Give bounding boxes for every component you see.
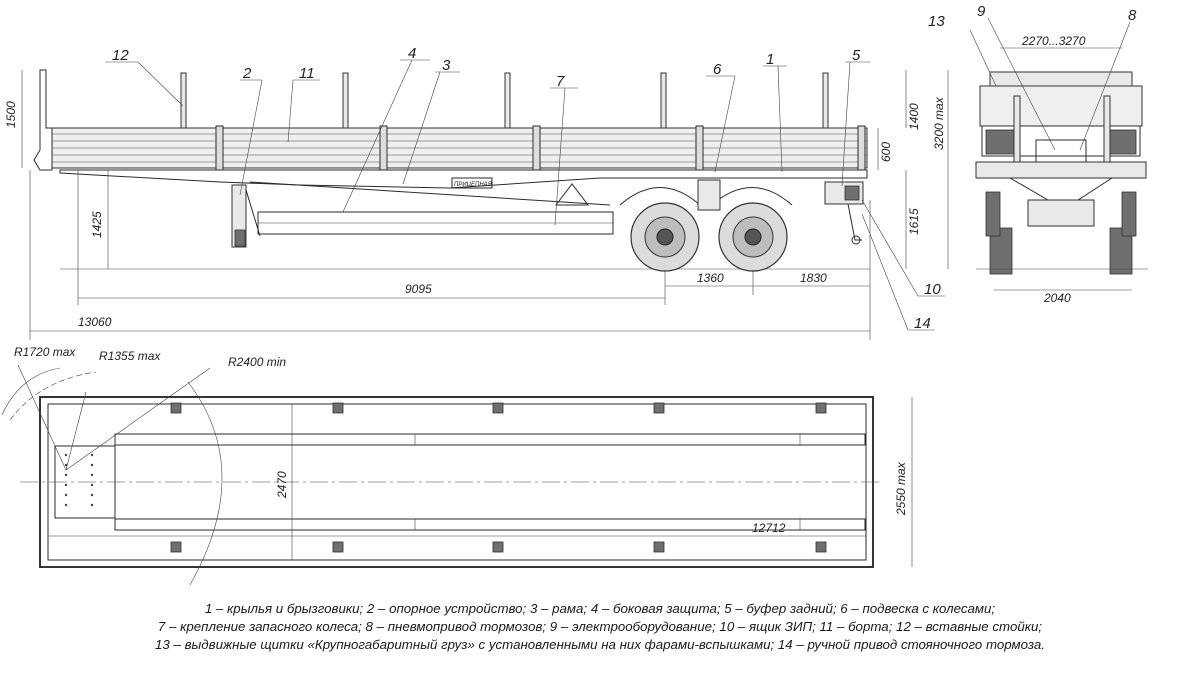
dim-overall-width: 2550 max (894, 461, 908, 516)
dim-radius-2: R1355 max (99, 349, 161, 363)
callout-12: 12 (112, 47, 129, 64)
callout-8: 8 (1128, 7, 1137, 24)
suspension (697, 179, 721, 211)
dim-radius-3: R2400 min (228, 355, 286, 369)
semitrailer-drawing: ПРИЦЕПНАЯ (1, 3, 1148, 586)
dim-support-height: 1425 (90, 211, 104, 238)
dim-overall-length: 13060 (78, 315, 112, 329)
dim-front-to-axle: 9095 (405, 282, 432, 296)
callout-14: 14 (914, 315, 931, 332)
wheel-rear (718, 202, 788, 272)
callout-13: 13 (928, 13, 945, 30)
dim-axle-spacing: 1360 (697, 271, 724, 285)
dim-track-width: 2040 (1043, 291, 1071, 305)
callout-5: 5 (852, 47, 861, 64)
landing-gear (231, 184, 261, 248)
side-view: ПРИЦЕПНАЯ (4, 45, 949, 340)
insert-stakes (180, 72, 829, 129)
callout-7: 7 (556, 73, 565, 90)
callout-9: 9 (977, 3, 986, 20)
dim-rear-overhang: 1830 (800, 271, 827, 285)
dim-platform-length: 12712 (752, 521, 786, 535)
parts-legend: 1 – крылья и брызговики; 2 – опорное уст… (0, 600, 1200, 654)
plate-text: ПРИЦЕПНАЯ (454, 182, 493, 188)
dim-rear-height: 1615 (907, 208, 921, 235)
dim-board-height: 600 (879, 142, 893, 162)
callout-11: 11 (299, 65, 315, 82)
dim-inner-width: 2470 (275, 471, 289, 499)
callout-3: 3 (442, 57, 451, 74)
rear-view: 2270...3270 2040 13 9 8 (928, 3, 1148, 305)
dim-overall-height: 3200 max (932, 96, 946, 150)
callout-1: 1 (766, 51, 774, 68)
rear-wheels (985, 191, 1137, 275)
dim-stake-height-2: 1400 (907, 103, 921, 130)
callout-6: 6 (713, 61, 722, 78)
callout-10: 10 (924, 281, 941, 298)
callout-2: 2 (242, 65, 252, 82)
callout-4: 4 (408, 45, 416, 62)
wheel-front (630, 202, 700, 272)
top-view: R1720 max R1355 max R2400 min 2470 12712… (1, 345, 913, 586)
legend-line-3: 13 – выдвижные щитки «Крупногабаритный г… (155, 637, 1045, 652)
dim-stake-height: 1500 (4, 101, 18, 128)
legend-line-1: 1 – крылья и брызговики; 2 – опорное уст… (204, 601, 996, 616)
stake-pockets (170, 402, 827, 553)
dim-width-range: 2270...3270 (1021, 34, 1086, 48)
legend-line-2: 7 – крепление запасного колеса; 8 – пнев… (157, 619, 1043, 634)
dim-radius-1: R1720 max (14, 345, 76, 359)
